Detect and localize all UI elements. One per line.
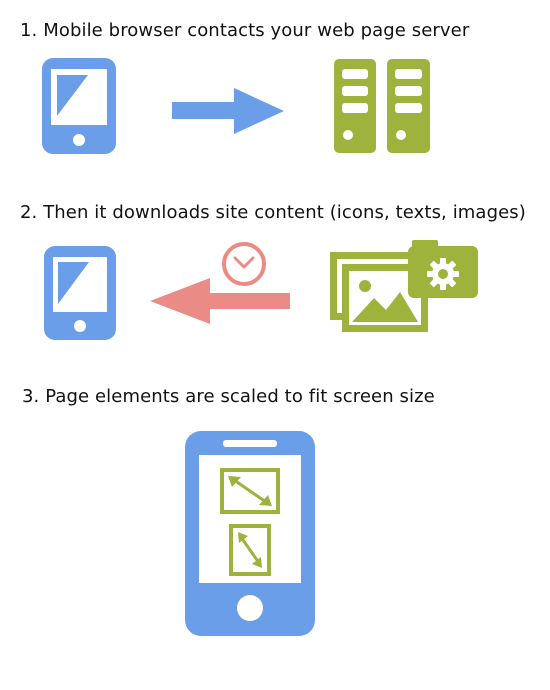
step-1-title: 1. Mobile browser contacts your web page… <box>20 20 470 41</box>
phone-icon <box>42 58 116 154</box>
arrow-left-icon <box>150 278 290 324</box>
server-icon <box>334 59 430 153</box>
resize-portrait-icon <box>229 524 271 576</box>
resize-landscape-icon <box>220 468 280 514</box>
clock-icon <box>222 242 266 286</box>
settings-icon <box>408 240 478 298</box>
arrow-right-icon <box>172 88 284 134</box>
step-2-title: 2. Then it downloads site content (icons… <box>20 202 526 223</box>
step-3-title: 3. Page elements are scaled to fit scree… <box>22 386 435 407</box>
phone-icon <box>44 246 116 340</box>
